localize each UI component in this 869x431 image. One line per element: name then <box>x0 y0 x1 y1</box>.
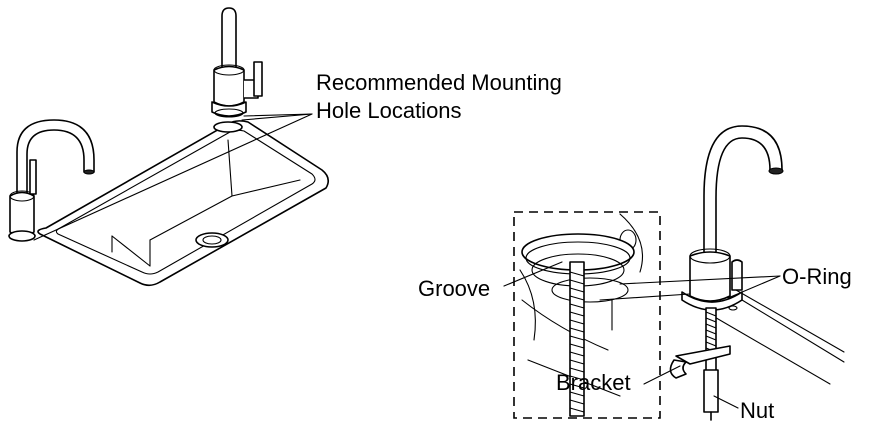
mounting-label-line1: Recommended Mounting <box>316 70 562 95</box>
groove-label: Groove <box>418 276 491 301</box>
right-faucet <box>599 125 845 421</box>
mounting-leaders <box>33 113 313 241</box>
top-faucet <box>211 7 263 118</box>
bracket-label: Bracket <box>556 370 631 395</box>
left-faucet <box>8 119 95 242</box>
mounting-label-line2: Hole Locations <box>316 98 462 123</box>
groove-detail-inset <box>513 211 661 419</box>
nut-label: Nut <box>740 398 775 423</box>
oring-label: O-Ring <box>782 264 852 289</box>
sink <box>37 120 330 287</box>
right-leaders <box>503 261 781 409</box>
